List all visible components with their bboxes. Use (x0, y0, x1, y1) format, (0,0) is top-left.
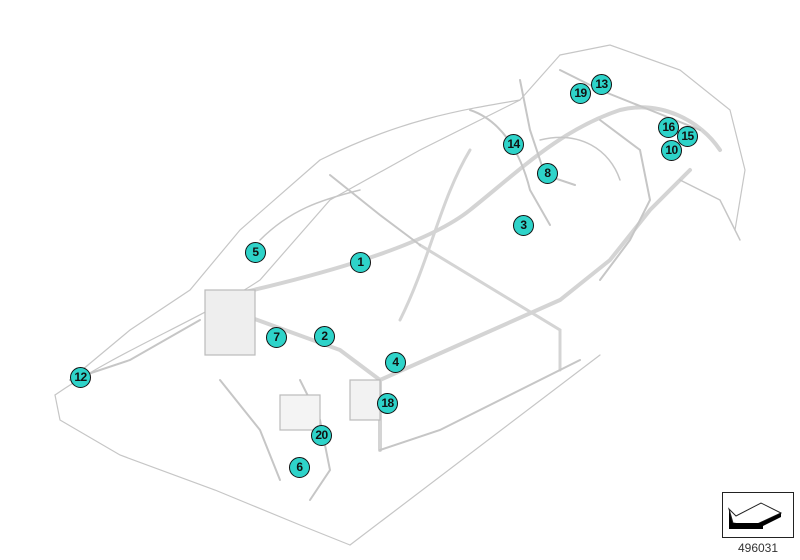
callout-2[interactable]: 2 (314, 326, 335, 347)
callout-15[interactable]: 15 (677, 126, 698, 147)
callout-20[interactable]: 20 (311, 425, 332, 446)
arrow-pointing-front-left-icon (727, 502, 783, 529)
callout-13[interactable]: 13 (591, 74, 612, 95)
image-number: 496031 (737, 541, 779, 555)
callout-8[interactable]: 8 (537, 163, 558, 184)
callout-5[interactable]: 5 (245, 242, 266, 263)
callout-1[interactable]: 1 (350, 252, 371, 273)
callout-6[interactable]: 6 (289, 457, 310, 478)
callout-19[interactable]: 19 (570, 83, 591, 104)
callout-16[interactable]: 16 (658, 117, 679, 138)
orientation-box (722, 492, 794, 538)
callout-7[interactable]: 7 (266, 327, 287, 348)
callout-10[interactable]: 10 (661, 140, 682, 161)
callout-12[interactable]: 12 (70, 367, 91, 388)
callout-3[interactable]: 3 (513, 215, 534, 236)
callout-4[interactable]: 4 (385, 352, 406, 373)
callout-18[interactable]: 18 (377, 393, 398, 414)
callout-14[interactable]: 14 (503, 134, 524, 155)
